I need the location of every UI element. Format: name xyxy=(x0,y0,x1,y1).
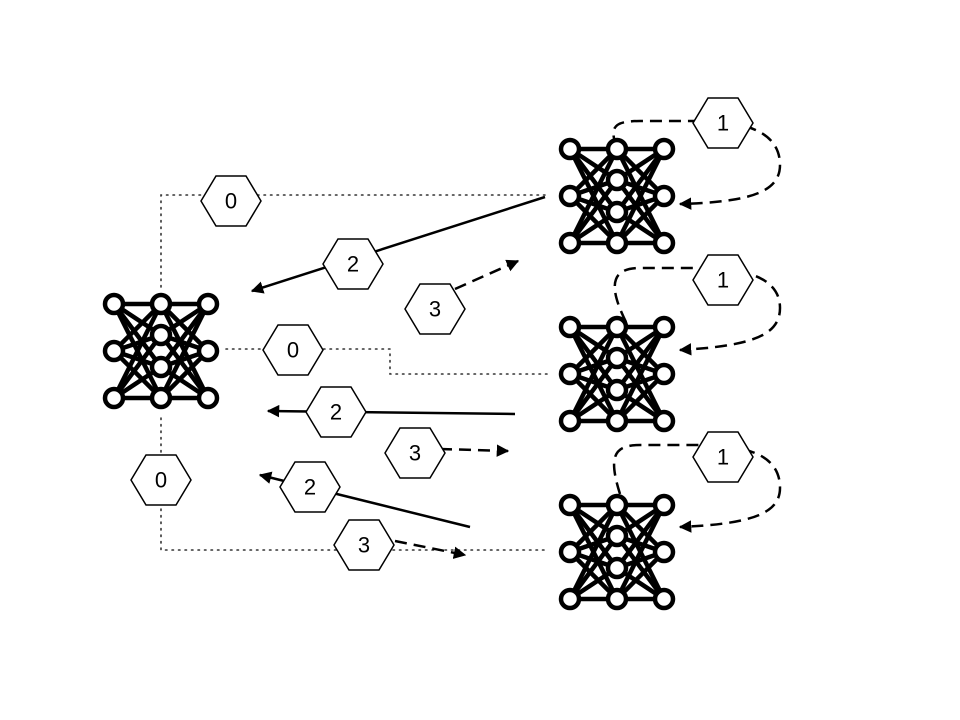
arrow-step3-top xyxy=(454,259,520,291)
step-badge-1-middle: 1 xyxy=(692,254,754,306)
step-badge-label: 0 xyxy=(155,468,167,493)
loop-step1-middle xyxy=(613,266,782,356)
step-badge-label: 0 xyxy=(225,189,237,214)
client-network-icon-2 xyxy=(561,318,673,430)
dotted-link-top xyxy=(160,194,549,288)
step-badge-label: 3 xyxy=(429,297,441,322)
step-badge-0-middle: 0 xyxy=(262,324,324,376)
loop-step1-bottom xyxy=(612,443,782,533)
step-badge-3-middle: 3 xyxy=(384,427,446,479)
client-network-icon-3 xyxy=(561,496,673,608)
arrow-step2-middle xyxy=(266,404,516,418)
step-badge-label: 1 xyxy=(717,445,729,470)
step-badge-label: 3 xyxy=(409,441,421,466)
step-badge-3-top: 3 xyxy=(404,283,466,335)
client-network-icon-1 xyxy=(561,140,673,252)
step-badge-label: 0 xyxy=(287,338,299,363)
step-badge-label: 1 xyxy=(717,111,729,136)
download-arrows xyxy=(394,259,520,559)
step-badge-label: 1 xyxy=(717,268,729,293)
dotted-link-middle xyxy=(225,348,549,375)
step-badge-label: 3 xyxy=(358,533,370,558)
step-badge-2-middle: 2 xyxy=(305,386,367,438)
arrow-step3-bottom xyxy=(394,539,467,559)
step-badge-label: 2 xyxy=(304,475,316,500)
dotted-link-bottom xyxy=(160,417,549,551)
step-badge-3-bottom: 3 xyxy=(333,519,395,571)
step-badge-2-top: 2 xyxy=(322,238,384,290)
loop-step1-top xyxy=(612,119,782,210)
arrow-step3-middle xyxy=(439,444,510,457)
arrow-step2-top xyxy=(250,195,546,294)
step-badge-label: 2 xyxy=(330,400,342,425)
dotted-connections xyxy=(160,194,549,551)
step-badge-1-bottom: 1 xyxy=(692,431,754,483)
step-badge-2-bottom: 2 xyxy=(279,461,341,513)
step-badge-0-bottom: 0 xyxy=(130,454,192,506)
step-badge-1-top: 1 xyxy=(692,97,754,149)
step-badge-0-top: 0 xyxy=(200,175,262,227)
local-training-loops xyxy=(612,119,782,533)
server-network-icon xyxy=(105,295,217,407)
step-badge-label: 2 xyxy=(347,252,359,277)
